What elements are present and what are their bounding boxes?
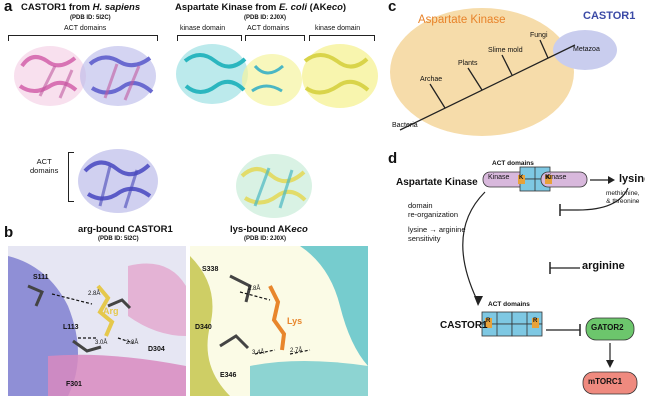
panel-b-label: b [4,224,14,241]
r-badge-right: R [533,318,538,324]
label-dist-2-8-b: 2.8Å [126,340,139,346]
castor1-title: CASTOR1 from H. sapiens [21,2,141,13]
kinase-left-label: Kinase [488,174,510,181]
label-dist-2-7: 2.7Å [290,348,303,354]
pathway-diagram [462,166,638,395]
akeco-structure-bottom [236,154,312,218]
castor1-pdb-id: (PDB ID: 5I2C) [70,15,111,21]
lysine-label: lysine, [619,173,645,185]
lys-bound-pdb-id: (PDB ID: 2J0X) [244,236,287,242]
label-arg: Arg [103,306,119,316]
kinase-domain-label-left: kinase domain [180,25,226,32]
label-s338: S338 [202,266,219,273]
taxon-archae: Archae [420,76,443,83]
label-d304: D304 [148,346,165,353]
act-domains-bracket-akeco [245,35,305,41]
castor1-label-d: CASTOR1 [440,320,488,331]
castor1-structure-bottom [78,149,158,213]
act-domains-side-label: ACT domains [30,157,59,175]
lys-bound-title: lys-bound AKeco [230,224,308,235]
label-dist-3-0: 3.0Å [95,340,108,346]
panel-d-label: d [388,150,398,167]
aspartate-kinase-region [390,8,574,136]
arg-binding-site-image: S111 2.8Å Arg L113 3.0Å 2.8Å D304 F301 [8,246,186,396]
taxon-slime-mold: Slime mold [488,47,523,54]
kinase-domain-bracket-left [177,35,242,41]
act-domains-label-d-bottom: ACT domains [488,301,530,308]
k-badge-left: K [519,175,524,181]
label-dist-2-8-right: 2.8Å [248,286,261,292]
taxon-metazoa: Metazoa [573,46,600,53]
arg-bound-pdb-id: (PDB ID: 5I2C) [98,236,139,242]
label-l113: L113 [63,324,79,331]
taxon-bacteria: Bacteria [392,122,418,129]
panel-c-label: c [388,0,397,15]
castor1-title-c: CASTOR1 [583,10,636,22]
k-badge-right: K [546,175,551,181]
kinase-right-label: Kinase [545,174,567,181]
gator2-label: GATOR2 [591,323,624,332]
castor1-region [553,30,617,70]
label-lys: Lys [287,316,303,326]
panel-a-structures [14,44,378,218]
kinase-domain-bracket-right [309,35,375,41]
domain-reorganization-label: domain re-organization [408,201,459,219]
akeco-structure-top [176,44,378,108]
other-amino-acids-label: methionine, & threonine [606,190,640,205]
lys-binding-site-image: S338 2.8Å D340 Lys 3.4Å 2.7Å E346 [190,246,368,396]
label-dist-2-8-a: 2.8Å [88,291,101,297]
act-domains-label-castor: ACT domains [64,25,107,32]
taxon-plants: Plants [458,60,478,67]
act-domains-label-akeco: ACT domains [247,25,290,32]
act-domains-bracket-castor [8,35,158,41]
akeco-title: Aspartate Kinase from E. coli (AKeco) [175,2,347,13]
aspartate-kinase-title-c: Aspartate Kinase [418,14,506,26]
label-s111: S111 [33,274,49,281]
arginine-label: arginine [582,260,625,272]
kinase-domain-label-right: kinase domain [315,25,361,32]
panel-a-label: a [4,0,13,15]
arg-bound-title: arg-bound CASTOR1 [78,224,173,235]
label-d340: D340 [195,324,212,331]
akeco-pdb-id: (PDB ID: 2J0X) [244,15,287,21]
lysine-arginine-switch-label: lysine → arginine sensitivity [408,225,466,243]
act-domains-label-d-top: ACT domains [492,160,534,167]
phylogeny-diagram [390,8,617,136]
castor1-structure-top [14,46,156,106]
label-e346: E346 [220,372,237,379]
act-domains-side-bracket [68,152,74,202]
taxon-fungi: Fungi [530,32,548,39]
r-badge-left: R [486,318,491,324]
aspartate-kinase-label-d: Aspartate Kinase [396,177,478,188]
label-dist-3-4: 3.4Å [252,350,265,356]
label-f301: F301 [66,381,82,388]
mtorc1-label: mTORC1 [588,377,623,386]
